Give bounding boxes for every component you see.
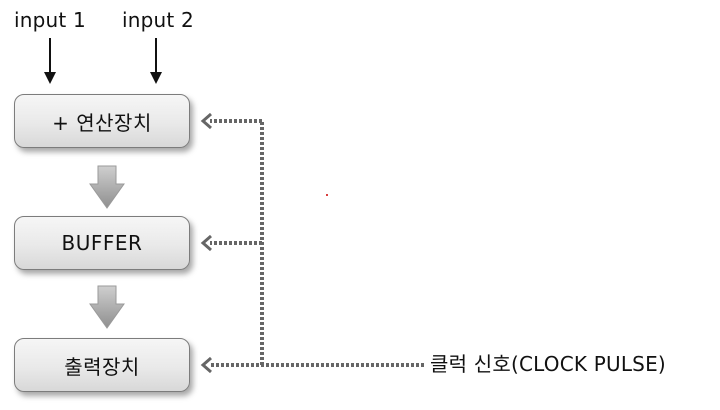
buffer-block: BUFFER xyxy=(14,216,190,270)
stray-dot xyxy=(326,194,328,196)
input1-arrow xyxy=(44,38,56,84)
output-block-label: 출력장치 xyxy=(64,354,140,379)
input-2-label: input 2 xyxy=(122,8,194,32)
output-block: 출력장치 xyxy=(14,338,190,392)
clock-signal-lines xyxy=(210,119,424,367)
clock-arrowhead-buffer xyxy=(200,234,212,252)
clock-arrowheads xyxy=(200,112,212,374)
flow-arrow-buffer-to-output xyxy=(89,285,125,329)
input2-arrow xyxy=(150,38,162,84)
buffer-block-label: BUFFER xyxy=(61,231,143,255)
adder-block: + 연산장치 xyxy=(14,94,190,148)
input-1-label: input 1 xyxy=(14,8,86,32)
flow-arrow-adder-to-buffer xyxy=(89,165,125,209)
clock-arrowhead-adder xyxy=(200,112,212,130)
clock-pulse-label: 클럭 신호(CLOCK PULSE) xyxy=(430,352,666,376)
clock-arrowhead-output xyxy=(200,356,212,374)
adder-block-label: + 연산장치 xyxy=(52,110,152,135)
